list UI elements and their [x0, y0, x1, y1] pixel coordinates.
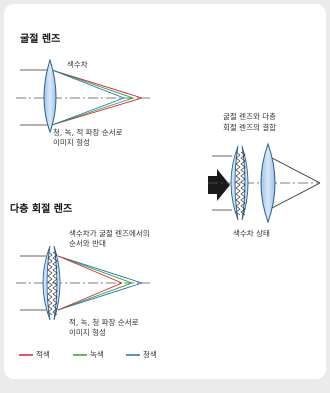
diffractive-layer-inner — [53, 245, 61, 321]
refractive-lens-group — [16, 58, 150, 134]
combined-lens-group — [208, 142, 321, 224]
ray-red-bottom-1 — [51, 97, 143, 126]
label-order2-line2: 이미지 형성 — [69, 328, 106, 337]
ray-red-top-2 — [57, 255, 123, 284]
label-order-line1: 청, 녹, 적 파장 순서로 — [53, 128, 123, 137]
label-reverse-line1: 색수차가 굴절 렌즈에서의 — [69, 229, 150, 238]
combined-grating — [235, 151, 241, 216]
combined-diffractive-outer — [230, 145, 239, 221]
ray-green-top-2 — [57, 255, 133, 284]
section-title-diffractive: 다층 회절 렌즈 — [10, 204, 73, 215]
diffractive-layer-outer — [42, 245, 51, 321]
section-title-refractive: 굴절 렌즈 — [20, 34, 61, 45]
label-combo-line1: 굴절 렌즈와 다층 — [223, 112, 277, 121]
ray-green-bottom-2 — [57, 282, 133, 311]
legend-label-blue: 청색 — [143, 350, 157, 359]
ray-blue-bottom-2 — [57, 282, 143, 311]
ray-blue-bottom-1 — [51, 97, 125, 126]
ray-blue-top-2 — [57, 255, 143, 284]
label-combo-line2: 회절 렌즈의 결합 — [223, 123, 277, 132]
label-order-line2: 이미지 형성 — [53, 138, 90, 147]
refractive-lens-1 — [43, 58, 57, 134]
ray-combined-top — [271, 157, 321, 184]
arrow-icon — [208, 169, 230, 201]
ray-green-bottom-1 — [51, 97, 134, 126]
combined-grating-2 — [240, 151, 246, 216]
ray-blue-top-1 — [51, 69, 125, 99]
diffractive-grating-2 — [52, 251, 58, 316]
label-order2-line1: 적, 녹, 청 파장 순서로 — [69, 318, 139, 327]
diffractive-lens-group — [16, 245, 150, 321]
ray-red-top-1 — [51, 69, 143, 99]
combined-refractive-lens — [260, 142, 276, 224]
legend-label-green: 녹색 — [90, 350, 104, 359]
label-state: 색수차 상태 — [233, 229, 270, 238]
ray-combined-bottom — [271, 182, 321, 209]
combined-diffractive-inner — [241, 145, 249, 221]
legend-label-red: 적색 — [36, 350, 50, 359]
diffractive-grating — [47, 251, 53, 316]
ray-red-bottom-2 — [57, 282, 123, 311]
ray-green-top-1 — [51, 69, 134, 99]
label-aberration: 색수차 — [67, 60, 88, 69]
label-reverse-line2: 순서와 반대 — [69, 239, 106, 248]
